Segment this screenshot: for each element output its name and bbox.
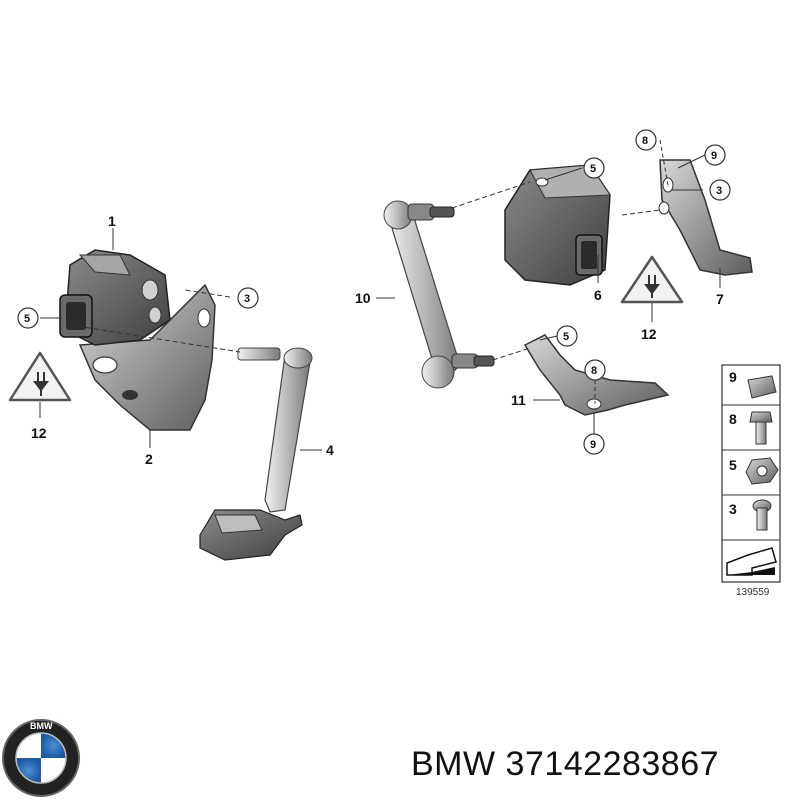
diagram-number: 139559	[736, 587, 770, 598]
callout-3b: 3	[716, 185, 722, 197]
warning-triangle-left	[8, 351, 72, 402]
bracket-11	[523, 334, 670, 416]
lever-4	[264, 349, 311, 513]
callout-8b: 8	[591, 365, 597, 377]
socket-screw-icon	[752, 499, 772, 531]
hardware-legend: 9 8 5 3 139559	[721, 364, 781, 598]
callout-1: 1	[108, 213, 116, 229]
callout-8a: 8	[642, 135, 648, 147]
callout-6: 6	[594, 287, 602, 303]
legend-label-9: 9	[729, 369, 737, 385]
clip-nut-icon	[747, 375, 777, 399]
bmw-logo-icon: BMW	[2, 719, 80, 797]
callout-11: 11	[511, 392, 526, 408]
footer-part-number: BMW 37142283867	[411, 745, 719, 783]
bracket-7	[659, 159, 753, 276]
callouts: 1 2 3 4 5 12 10 5 6 8 9 3 7 12 5 8 11 9	[17, 129, 731, 467]
link-rod-10	[387, 204, 461, 387]
legend-label-5: 5	[729, 457, 737, 473]
leader-lines	[39, 139, 721, 451]
callout-9a: 9	[711, 150, 717, 162]
callout-12a: 12	[31, 425, 47, 441]
callout-4: 4	[326, 442, 334, 458]
callout-5c: 5	[563, 331, 569, 343]
bmw-logo-text: BMW	[30, 721, 53, 731]
callout-7: 7	[716, 291, 724, 307]
callout-5b: 5	[590, 163, 596, 175]
hex-bolt-icon	[749, 411, 773, 445]
callout-12b: 12	[641, 326, 657, 342]
callout-2: 2	[145, 451, 153, 467]
callout-3a: 3	[244, 293, 250, 305]
bracket-2	[78, 283, 216, 431]
callout-10: 10	[355, 290, 371, 306]
legend-label-8: 8	[729, 411, 737, 427]
hex-nut-icon	[745, 457, 779, 485]
callout-5a: 5	[24, 313, 30, 325]
callout-9b: 9	[590, 439, 596, 451]
legend-label-3: 3	[729, 501, 737, 517]
warning-triangle-right	[620, 255, 684, 304]
